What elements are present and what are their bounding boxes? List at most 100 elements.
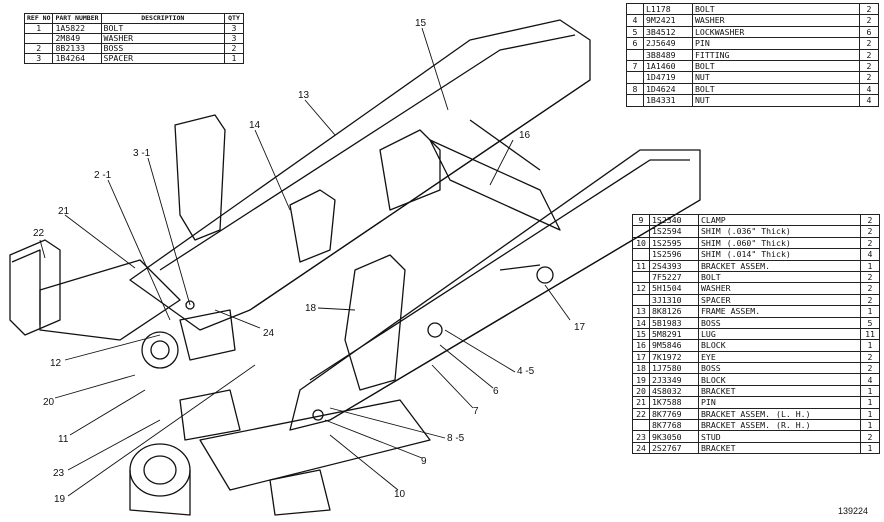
part-description: SHIM <box>701 237 721 248</box>
part-quantity: 6 <box>859 25 879 39</box>
callout-24: 24 <box>263 328 275 339</box>
callout-17: 17 <box>574 322 586 333</box>
callout-10: 10 <box>394 489 406 500</box>
part-quantity: 1 <box>860 441 880 455</box>
part-description: SHIM <box>701 249 721 260</box>
callout-14: 14 <box>249 120 261 131</box>
part-number: 2J5649 <box>643 37 693 50</box>
figure-id: 139224 <box>837 506 868 516</box>
part-quantity: 2 <box>860 362 880 375</box>
part-description: NUT <box>692 94 860 107</box>
part-note: (.060" Thick) <box>726 237 791 248</box>
part-note: (.014" Thick) <box>726 249 791 260</box>
part-number: 1B4331 <box>643 94 693 107</box>
part-description: SPACER <box>100 53 226 64</box>
part-quantity: 2 <box>859 48 879 61</box>
part-description: WASHER <box>701 283 731 294</box>
bolt-details <box>185 300 443 421</box>
part-description: SPACER <box>701 294 731 305</box>
callout-18: 18 <box>305 303 317 314</box>
callout-20: 20 <box>43 397 55 408</box>
part-description: EYE <box>701 351 716 362</box>
callout-11: 11 <box>58 434 69 445</box>
callout-12: 12 <box>50 358 62 369</box>
part-description: BRACKET ASSEM. <box>701 408 771 419</box>
part-description: SHIM <box>701 226 721 237</box>
part-description: LUG <box>701 329 716 339</box>
part-description: BOSS <box>701 317 721 328</box>
frame-rails <box>129 19 701 431</box>
part-description: BRACKET <box>701 385 736 396</box>
part-quantity: 11 <box>860 327 880 341</box>
callout-9: 9 <box>421 456 427 467</box>
callout-6: 6 <box>493 386 499 397</box>
part-quantity: 4 <box>859 94 879 107</box>
tow-eye <box>499 264 554 284</box>
part-quantity: 2 <box>860 236 880 250</box>
callout-7: 7 <box>473 406 479 417</box>
part-quantity: 4 <box>859 82 879 96</box>
part-note: (R. H.) <box>776 420 811 431</box>
part-description: CLAMP <box>701 215 726 226</box>
part-description: FRAME ASSEM. <box>701 306 761 317</box>
part-quantity: 1 <box>224 53 244 64</box>
callout-21: 21 <box>58 206 70 217</box>
part-quantity: 1 <box>860 259 880 272</box>
ref-number: 3 <box>23 53 54 64</box>
callout-3: 3 -1 <box>133 148 151 159</box>
callout-labels: 13 15 14 16 3 -1 2 -1 21 22 18 17 24 12 … <box>33 18 586 505</box>
upright-brackets <box>174 114 441 391</box>
part-description: BRACKET ASSEM. <box>701 260 771 271</box>
part-description: STUD <box>701 431 721 442</box>
part-description: BRACKET ASSEM. <box>701 420 771 431</box>
part-description: BOLT <box>701 272 721 283</box>
part-quantity: 2 <box>859 37 879 50</box>
part-quantity: 2 <box>860 350 880 364</box>
callout-2: 2 -1 <box>94 170 112 181</box>
part-description: FITTING <box>692 48 860 61</box>
callout-4-5: 4 -5 <box>517 366 535 377</box>
leader-lines <box>39 27 571 497</box>
part-description: BLOCK <box>701 340 726 351</box>
callout-22: 22 <box>33 228 45 239</box>
hub-assembly <box>129 309 431 516</box>
part-note: (L. H.) <box>776 408 811 419</box>
part-description: BRACKET <box>701 442 736 453</box>
part-description: BOSS <box>701 363 721 374</box>
front-cross-member <box>9 239 181 341</box>
callout-13: 13 <box>298 90 310 101</box>
part-quantity: 1 <box>860 407 880 421</box>
callout-23: 23 <box>53 468 65 479</box>
part-note: (.036" Thick) <box>726 226 791 237</box>
callout-8-5: 8 -5 <box>447 433 465 444</box>
callout-15: 15 <box>415 18 427 29</box>
callout-16: 16 <box>519 130 531 141</box>
part-description: PIN <box>701 397 716 408</box>
part-description: BLOCK <box>701 374 726 385</box>
callout-19: 19 <box>54 494 66 505</box>
